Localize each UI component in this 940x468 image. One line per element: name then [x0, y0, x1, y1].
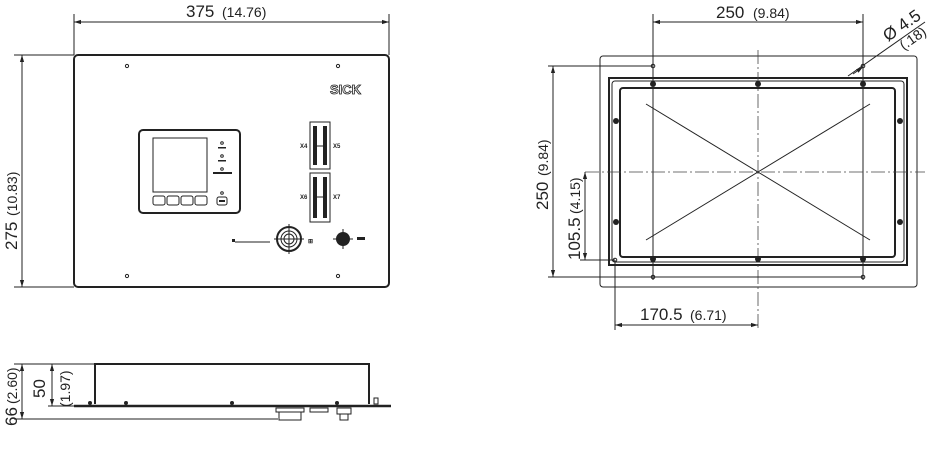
height-dim: 275	[2, 222, 21, 250]
hole-spacing-h: 250	[716, 3, 744, 22]
front-panel	[73, 54, 390, 288]
front-view: 375 (14.76) 275 (10.83) SICK	[2, 2, 390, 288]
center-offset-v-in: (4.15)	[567, 177, 583, 214]
side-view: 66 (2.60) 50 (1.97)	[2, 363, 391, 426]
body-height-dim: 50	[30, 379, 49, 398]
hole-spacing-v: 250	[533, 182, 552, 210]
width-dim: 375	[186, 2, 214, 21]
terminal-blocks: X4 X5 X6 X7	[300, 121, 341, 223]
center-offset-h-in: (6.71)	[690, 307, 727, 323]
center-offset-h: 170.5	[640, 305, 683, 324]
mounting-frame	[599, 55, 918, 288]
display-module	[138, 129, 241, 214]
connector-x4: X4	[300, 144, 308, 150]
body-height-dim-in: (1.97)	[57, 370, 73, 407]
hole-spacing-v-in: (9.84)	[535, 139, 551, 176]
connector-x5: X5	[333, 144, 341, 150]
cutout-view: 250 (9.84) Ø 4.5 (.18) 250 (	[533, 3, 929, 330]
height-dim-in: (10.83)	[4, 172, 20, 216]
connector-x7: X7	[333, 195, 341, 201]
round-connectors: ⊞	[232, 224, 365, 254]
center-offset-v: 105.5	[565, 217, 584, 260]
housing-body	[94, 363, 370, 404]
total-height-dim: 66	[2, 407, 21, 426]
sick-logo: SICK	[330, 82, 362, 97]
hole-spacing-h-in: (9.84)	[753, 5, 790, 21]
svg-text:⊞: ⊞	[308, 239, 313, 245]
width-dim-in: (14.76)	[222, 4, 266, 20]
total-height-dim-in: (2.60)	[4, 367, 20, 404]
mounting-holes	[612, 63, 903, 280]
connector-x6: X6	[300, 195, 308, 201]
